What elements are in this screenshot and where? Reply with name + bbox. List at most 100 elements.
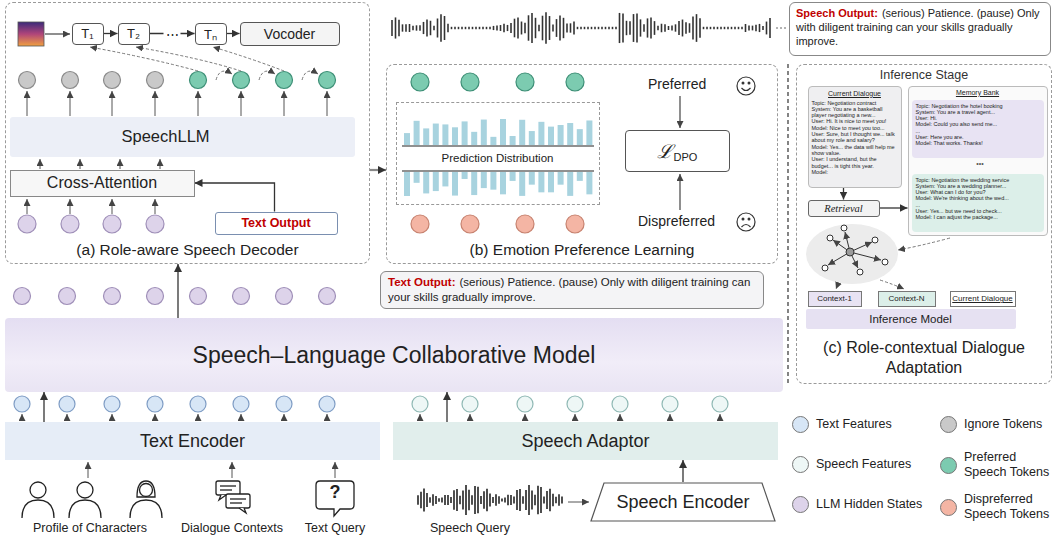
arrow: [45, 33, 70, 34]
node-text: User: Yes... but we need to check...: [916, 208, 1040, 214]
connector: [195, 183, 275, 212]
wave-stroke: [480, 496, 482, 504]
legend-swatch: [792, 456, 809, 473]
wave-stroke: [710, 27, 712, 29]
wave-stroke: [636, 14, 638, 43]
bar: [433, 124, 439, 145]
wave-stroke: [462, 491, 464, 510]
wave-stroke: [552, 494, 554, 506]
wave-stroke: [664, 24, 666, 32]
node-text: Speech Encoder: [616, 492, 749, 513]
retrieval-box: Retrieval: [808, 200, 880, 217]
leader-line: [776, 28, 787, 29]
encoder-band: Text Encoder: [5, 422, 380, 460]
wave-stroke: [454, 27, 456, 29]
legend-item: Ignore Tokens: [940, 416, 1042, 433]
wave-stroke: [416, 25, 418, 30]
wave-stroke: [395, 17, 397, 38]
wave-stroke: [477, 487, 479, 514]
bar: [538, 122, 544, 145]
wave-stroke: [531, 13, 533, 43]
node-text: Cross-Attention: [47, 174, 157, 192]
wave-stroke: [608, 27, 610, 29]
node-text: Model: We're thinking about the wed...: [916, 195, 1040, 201]
bar: [490, 137, 496, 145]
wave-stroke: [500, 25, 502, 31]
dispreferred-row: [411, 215, 584, 233]
wave-stroke: [643, 24, 645, 31]
wave-stroke: [657, 26, 659, 31]
node-text: ...: [916, 202, 1040, 208]
token-box: T₁: [72, 23, 104, 45]
text-label: Speech Query: [420, 521, 520, 535]
wave-stroke: [549, 16, 551, 40]
wave-stroke: [516, 490, 518, 510]
legend-item: Preferred Speech Tokens: [940, 450, 1056, 480]
dialogue-icon: [216, 481, 250, 513]
wave-stroke: [647, 18, 649, 37]
bar: [423, 172, 429, 193]
wave-stroke: [458, 27, 460, 29]
bar: [529, 131, 535, 145]
wave-stroke: [441, 498, 443, 503]
node-text: Topic: Negotiation the wedding service: [916, 177, 1040, 183]
speech-query-waveform: [418, 485, 562, 515]
connector: [843, 188, 844, 200]
text-label: Profile of Characters: [5, 521, 175, 535]
dialogue-box: Current DialogueTopic: Negotiation contr…: [808, 86, 902, 188]
wave-stroke: [444, 495, 446, 505]
wave-stroke: [612, 27, 614, 29]
node-text: User: I understand, but the budget... is…: [812, 156, 898, 169]
wave-stroke: [486, 27, 488, 29]
node-text: Vocoder: [264, 26, 315, 42]
wave-stroke: [496, 25, 498, 30]
arrow: [679, 96, 680, 128]
wave-stroke: [409, 24, 411, 32]
node-text: Context-1: [817, 294, 852, 303]
bar: [558, 172, 564, 185]
wave-stroke: [514, 19, 516, 38]
wave-stroke: [629, 21, 631, 35]
legend-swatch: [792, 416, 809, 433]
wave-stroke: [563, 18, 565, 38]
wave-stroke: [459, 496, 461, 504]
distribution-bars: [404, 119, 592, 196]
hidden-state-row: [18, 215, 164, 233]
text-feature-row: [14, 396, 335, 412]
wave-stroke: [447, 495, 449, 505]
wave-stroke: [504, 497, 506, 502]
connector: [370, 169, 386, 171]
node-text: Model: I can adjust the package...: [916, 214, 1040, 220]
node-text: Inference Model: [869, 313, 951, 325]
legend-text: Speech Features: [816, 457, 911, 472]
wave-stroke: [528, 15, 530, 40]
context-box: Context-1: [808, 291, 862, 307]
wave-stroke: [495, 494, 497, 505]
legend-text: Text Features: [816, 417, 892, 432]
node-text: Topic: Negotiation the hotel booking: [916, 103, 1040, 109]
wave-stroke: [689, 23, 691, 32]
wave-stroke: [461, 27, 463, 29]
wave-stroke: [510, 23, 512, 33]
wave-stroke: [521, 22, 523, 35]
memory-item: Topic: Negotiation the hotel bookingSyst…: [912, 100, 1044, 158]
wave-stroke: [745, 24, 747, 32]
wave-stroke: [507, 495, 509, 505]
node-text: T₁: [81, 26, 93, 41]
wave-stroke: [549, 489, 551, 512]
legend-swatch: [940, 499, 957, 516]
wave-stroke: [555, 497, 557, 504]
wave-stroke: [501, 498, 503, 501]
node-text: System: You are a wedding planner...: [916, 183, 1040, 189]
connector: [446, 392, 447, 422]
wave-stroke: [671, 26, 673, 31]
wave-stroke: [513, 497, 515, 504]
wave-stroke: [524, 23, 526, 34]
node-text: User: What can I do for you?: [916, 189, 1040, 195]
bar: [577, 172, 583, 181]
separator: [787, 64, 788, 384]
wave-stroke: [453, 490, 455, 509]
wave-stroke: [493, 26, 495, 30]
legend-swatch: [792, 496, 809, 513]
